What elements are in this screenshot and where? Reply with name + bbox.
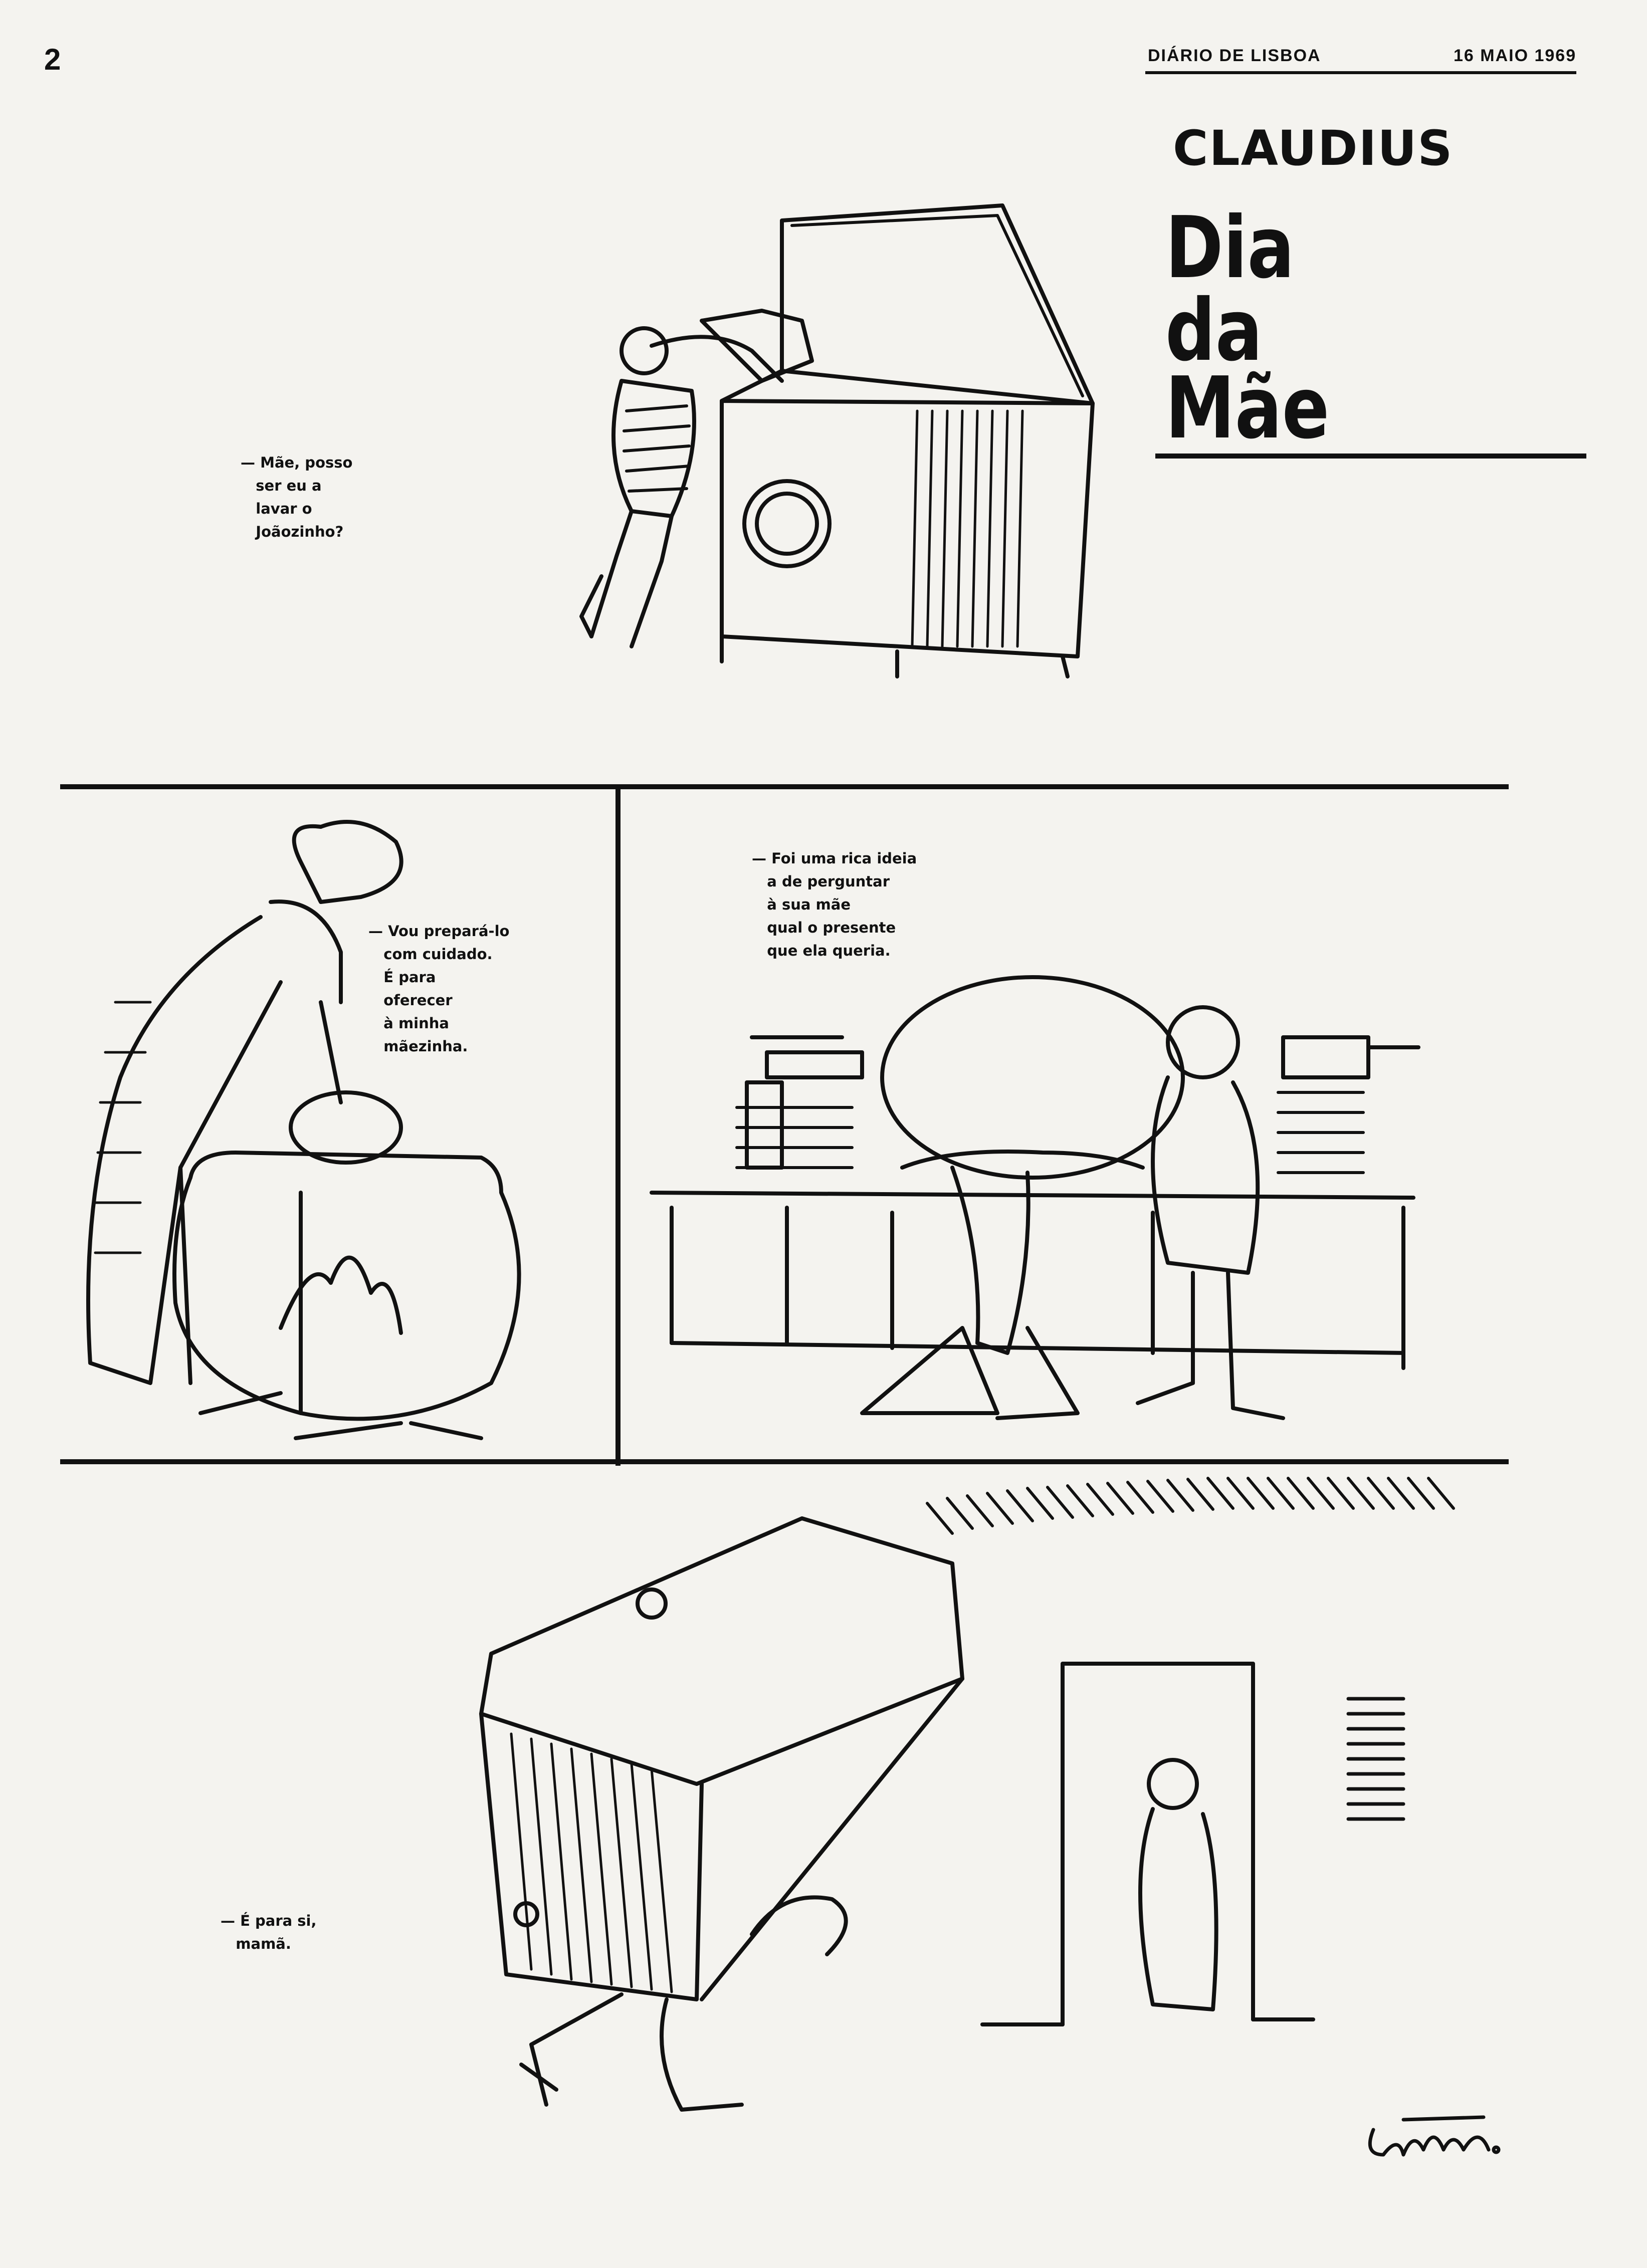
masthead-rule xyxy=(1145,71,1576,74)
panel-2-caption: — Vou prepará-lo com cuidado. É para ofe… xyxy=(368,923,510,1055)
panel-divider-bottom xyxy=(60,1459,1509,1464)
issue-date: 16 MAIO 1969 xyxy=(1454,46,1577,65)
title-word-3: Mãe xyxy=(1165,359,1330,458)
title-word-2: da xyxy=(1165,281,1263,380)
panel-2-cook-and-pot-drawing xyxy=(86,820,521,1440)
page-number: 2 xyxy=(44,43,61,76)
newspaper-name: DIÁRIO DE LISBOA xyxy=(1148,46,1321,65)
artist-signature xyxy=(1368,2115,1501,2157)
panel-4-caption: — É para si, mamã. xyxy=(221,1912,317,1952)
panel-4-gift-drawing xyxy=(479,1477,1455,2112)
title-rule xyxy=(1155,453,1586,459)
panel-3-caption: — Foi uma rica ideia a de perguntar à su… xyxy=(752,850,917,959)
panel-divider-middle xyxy=(615,784,621,1466)
panel-divider-top xyxy=(60,784,1509,789)
panel-1-caption: — Mãe, posso ser eu a lavar o Joãozinho? xyxy=(241,454,353,540)
panel-1-washing-machine-drawing xyxy=(579,203,1095,678)
author-byline: CLAUDIUS xyxy=(1173,120,1454,176)
title-word-1: Dia xyxy=(1165,198,1295,298)
panel-3-kitchen-drawing xyxy=(650,975,1420,1420)
